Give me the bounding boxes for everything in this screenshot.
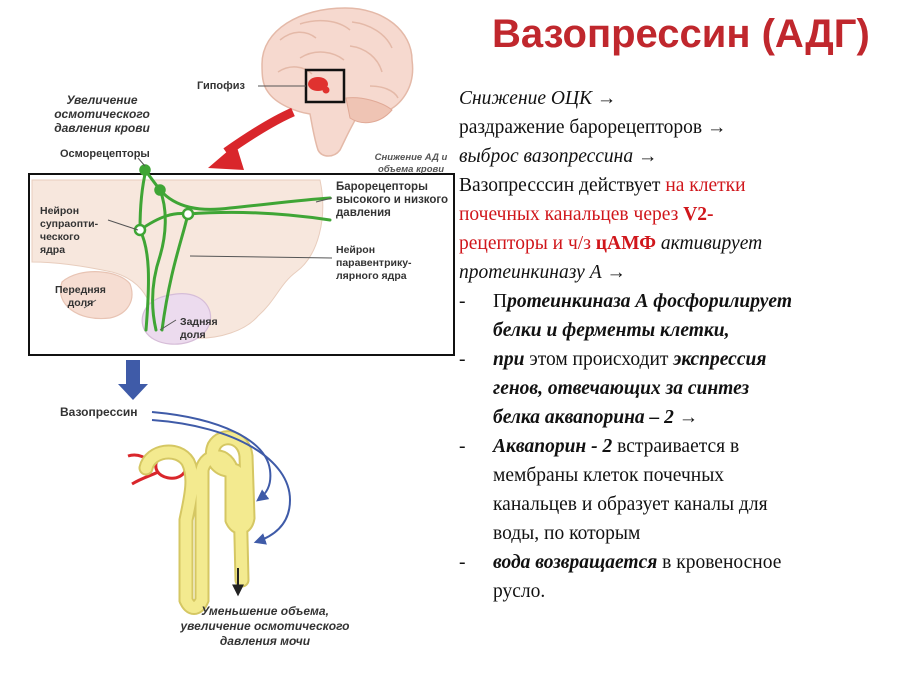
blue-down-arrow-shaft	[126, 360, 140, 384]
bullet-item-3-line-2: мембраны клеток почечных	[493, 465, 725, 486]
osmoreceptors-label: Осморецепторы	[60, 148, 150, 160]
supraoptic-neuron-label: Нейрон супраопти- ческого ядра	[40, 205, 99, 256]
baroreceptors-label: Барорецепторы высокого и низкого давлени…	[336, 181, 449, 219]
bullet-item-2: -при этом происходит экспрессия	[459, 349, 767, 370]
text-line: рецепторы и ч/з цАМФ активирует	[459, 233, 763, 254]
text-line: Снижение ОЦК →	[459, 88, 617, 109]
osmotic-pressure-increase-label: Увеличение осмотического давления крови	[54, 93, 150, 135]
text-line: почечных канальцев через V2-	[459, 204, 714, 225]
leader-lines	[83, 85, 333, 331]
urine-result-label: Уменьшение объема, увеличение осмотическ…	[180, 604, 350, 648]
blue-arrow-to-distal-tubule	[151, 411, 272, 502]
blood-pressure-drop-label: Снижение АД и объема крови	[374, 152, 448, 175]
mechanism-description: Снижение ОЦК → раздражение барорецепторо…	[459, 84, 895, 606]
nephron-illustration	[127, 430, 256, 615]
page-title: Вазопрессин (АДГ)	[492, 12, 870, 56]
bullet-item-4: -вода возвращается в кровеносное	[459, 552, 782, 573]
bullet-item-4-line-2: русло.	[493, 581, 546, 602]
text-line: Вазопресссин действует на клетки	[459, 175, 746, 196]
brain-illustration	[261, 7, 414, 157]
bullet-item-1: -Протеинкиназа А фосфорилирует	[459, 291, 792, 312]
neuron-bodies	[133, 164, 195, 237]
bullet-item-3-line-3: канальцев и образует каналы для	[493, 494, 768, 515]
bullet-item-2-line-2: генов, отвечающих за синтез	[493, 378, 750, 399]
red-arrowhead	[208, 144, 244, 170]
text-line: протеинкиназу А →	[459, 262, 626, 283]
text-line: раздражение барорецепторов →	[459, 117, 727, 138]
bullet-item-1-line-2: белки и ферменты клетки,	[493, 320, 730, 341]
text-line: выброс вазопрессина →	[459, 146, 658, 167]
blue-down-arrowhead	[118, 384, 148, 400]
anterior-lobe-label: Передняя доля	[55, 284, 106, 309]
vasopressin-label: Вазопрессин	[60, 405, 138, 419]
paraventricular-neuron-label: Нейрон паравентрику- лярного ядра	[336, 244, 412, 282]
blue-arrow-to-collecting-duct	[151, 419, 292, 545]
bullet-item-3: -Аквапорин - 2 встраивается в	[459, 436, 740, 457]
bullet-item-3-line-4: воды, по которым	[493, 523, 641, 544]
bullet-item-2-line-3: белка аквапорина – 2 →	[493, 407, 699, 428]
pituitary-label: Гипофиз	[197, 80, 245, 92]
posterior-lobe-label: Задняя доля	[180, 316, 218, 341]
